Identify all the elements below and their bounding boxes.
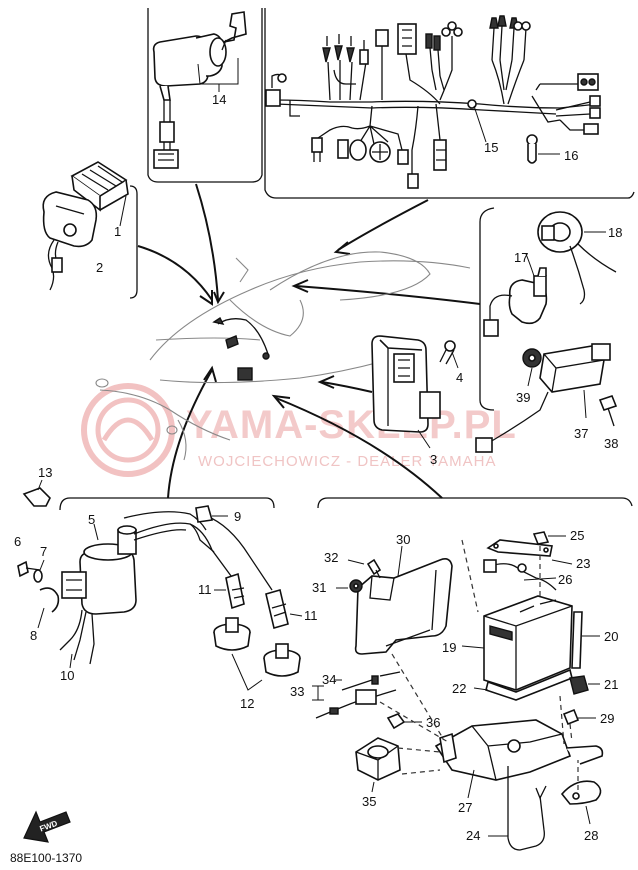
cover-screw: 32: [324, 550, 382, 579]
callout-9: 9: [234, 509, 241, 524]
diagram-code: 88E100-1370: [10, 851, 82, 865]
callout-10: 10: [60, 668, 74, 683]
callout-33: 33: [290, 684, 304, 699]
callout-14: 14: [212, 92, 226, 107]
callout-23: 23: [576, 556, 590, 571]
cord-clip: 9: [195, 505, 241, 524]
vehicle-body-outline: [95, 251, 471, 461]
relay-nut: 36: [386, 713, 440, 730]
watermark: YAMA-SKLEP.PL WOJCIECHOWICZ - DEALER YAM…: [81, 383, 517, 477]
battery-cover: 30: [354, 532, 453, 655]
coil-clamp: 8: [30, 587, 60, 643]
callout-16: 16: [564, 148, 578, 163]
callout-24: 24: [466, 828, 480, 843]
stop-switch: 17: [483, 250, 548, 337]
callout-32: 32: [324, 550, 338, 565]
cdi-bolt: 4: [439, 340, 463, 385]
carburetor-heater-unit: 37: [475, 343, 611, 453]
callout-12: 12: [240, 696, 254, 711]
spark-plug-boots: 12: [213, 617, 301, 711]
coil-bracket: 13: [22, 465, 52, 507]
harness-connectors-group1: [322, 29, 389, 101]
harness-clip: 16: [526, 134, 578, 164]
heater-bolt: 38: [598, 395, 618, 451]
callout-5: 5: [88, 512, 95, 527]
callout-2: 2: [96, 260, 103, 275]
watermark-subtitle: WOJCIECHOWICZ - DEALER YAMAHA: [198, 453, 496, 470]
fuse-holder: 34 33: [290, 671, 401, 719]
heater-grommet: 39: [516, 348, 542, 405]
callout-11b: 11: [304, 608, 318, 623]
harness-lower-branches: [311, 103, 447, 189]
callout-7: 7: [40, 544, 47, 559]
callout-13: 13: [38, 465, 52, 480]
harness-connectors-group3: [489, 15, 531, 105]
assembly-arrows: [137, 183, 481, 499]
callout-28: 28: [584, 828, 598, 843]
cover-grommet: 31: [312, 579, 363, 595]
callout-4: 4: [456, 370, 463, 385]
coil-bolt: 6: [14, 534, 41, 578]
callout-35: 35: [362, 794, 376, 809]
callout-34: 34: [322, 672, 336, 687]
callout-31: 31: [312, 580, 326, 595]
cdi-unit: 3: [371, 335, 441, 467]
callout-15: 15: [484, 140, 498, 155]
breather-pipe: 20: [571, 611, 618, 669]
throttle-override-switch: 18: [537, 211, 622, 305]
bracket-nut: 29: [562, 708, 614, 726]
wire-harness: 15: [265, 15, 601, 189]
callout-39: 39: [516, 390, 530, 405]
main-switch: 14: [152, 11, 247, 169]
starter-relay: 35: [355, 737, 401, 809]
callout-8: 8: [30, 628, 37, 643]
callout-19: 19: [442, 640, 456, 655]
handlebar-switch-right: 1: [70, 161, 129, 239]
callout-36: 36: [426, 715, 440, 730]
callout-1: 1: [114, 224, 121, 239]
harness-connectors-group2: [397, 21, 463, 105]
callout-21: 21: [604, 677, 618, 692]
callout-27: 27: [458, 800, 472, 815]
group-brackets: [59, 8, 635, 511]
forward-direction-arrow: FWD: [23, 810, 71, 843]
spark-plug-caps: 11 11: [198, 572, 318, 629]
callout-29: 29: [600, 711, 614, 726]
rod-hook: 28: [560, 780, 602, 843]
callout-26: 26: [558, 572, 572, 587]
band-nut: 25: [532, 528, 584, 545]
callout-30: 30: [396, 532, 410, 547]
callout-38: 38: [604, 436, 618, 451]
callout-25: 25: [570, 528, 584, 543]
callout-3: 3: [430, 452, 437, 467]
ignition-coil: 5: [59, 511, 273, 665]
watermark-title: YAMA-SKLEP.PL: [186, 403, 517, 447]
assembly-guide-lines: [379, 539, 579, 790]
callout-20: 20: [604, 629, 618, 644]
battery-hold-rod: 24: [466, 766, 547, 851]
handlebar-switch-left: 2: [42, 191, 103, 291]
coil-wire-bundle: 10: [60, 653, 74, 683]
battery-box-bracket: 27: [434, 719, 604, 815]
ignition-key-icon: [221, 11, 247, 51]
harness-right-connectors: [531, 73, 601, 135]
battery-damper: 21: [569, 675, 618, 695]
ignitor-location-mark: [237, 367, 253, 381]
battery-cable: 26: [483, 559, 572, 591]
callout-11a: 11: [198, 582, 212, 597]
callout-6: 6: [14, 534, 21, 549]
callout-18: 18: [608, 225, 622, 240]
battery: 19 22: [442, 595, 573, 701]
callout-17: 17: [514, 250, 528, 265]
watermark-logo: [81, 383, 175, 477]
coil-washer: 7: [33, 544, 47, 583]
callout-22: 22: [452, 681, 466, 696]
battery-band: 23: [486, 539, 590, 571]
callout-37: 37: [574, 426, 588, 441]
